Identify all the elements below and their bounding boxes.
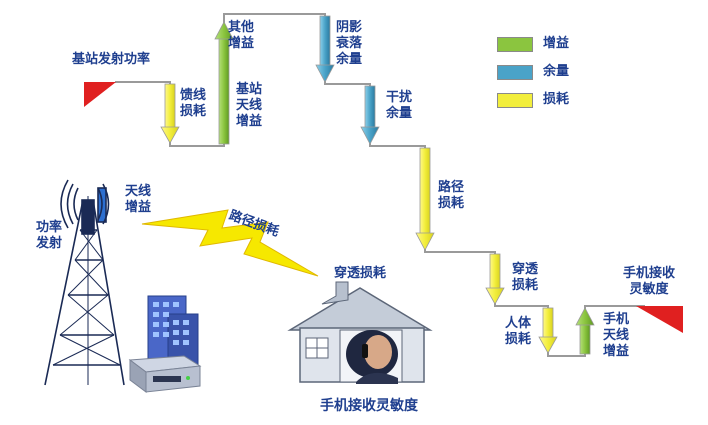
- interference-margin-arrow: [360, 85, 380, 145]
- legend-swatch: [497, 93, 533, 108]
- bs-antenna-gain-arrow: [214, 21, 234, 145]
- feeder-loss-label: 馈线 损耗: [180, 88, 207, 119]
- penetration-loss-arrow: [485, 253, 505, 305]
- penetration-loss-label: 穿透 损耗: [512, 262, 539, 293]
- link-budget-step-line: [115, 13, 645, 357]
- phone-antenna-gain-label: 手机 天线 增益: [603, 312, 630, 359]
- rx-sensitivity-marker: [636, 306, 683, 333]
- legend-swatch: [497, 65, 533, 80]
- other-gain-label: 其他 增益: [228, 20, 255, 51]
- house-penetration-label: 穿透损耗: [334, 266, 387, 281]
- shadow-fading-label: 阴影 衰落 余量: [336, 20, 363, 67]
- legend-swatch: [497, 37, 533, 52]
- modem-icon: [128, 355, 202, 393]
- legend-label: 余量: [543, 64, 570, 79]
- office-building-icon: [147, 295, 199, 367]
- legend-label: 损耗: [543, 92, 570, 107]
- tower-antenna-gain-label: 天线 增益: [125, 184, 152, 215]
- path-loss-label: 路径 损耗: [438, 180, 465, 211]
- cell-tower-icon: [44, 179, 125, 386]
- bs-tx-power-label: 基站发射功率: [72, 52, 151, 67]
- interference-label: 干扰 余量: [386, 90, 413, 121]
- path-loss-arrow: [415, 147, 435, 251]
- phone-sensitivity-label: 手机接收 灵敏度: [623, 266, 676, 297]
- person-on-phone-icon: [346, 330, 398, 384]
- feeder-loss-arrow: [160, 83, 180, 144]
- lightning-bolt-icon: [141, 209, 319, 277]
- tower-tx-power-label: 功率 发射: [36, 220, 63, 251]
- phone-antenna-gain-arrow: [575, 307, 595, 355]
- body-loss-arrow: [538, 307, 558, 354]
- bs-antenna-gain-label: 基站 天线 增益: [236, 82, 263, 129]
- tx-power-marker: [84, 82, 116, 107]
- shadow-fading-margin-arrow: [315, 15, 335, 83]
- legend-label: 增益: [543, 36, 570, 51]
- bottom-sensitivity-label: 手机接收灵敏度: [320, 398, 418, 414]
- body-loss-label: 人体 损耗: [505, 316, 532, 347]
